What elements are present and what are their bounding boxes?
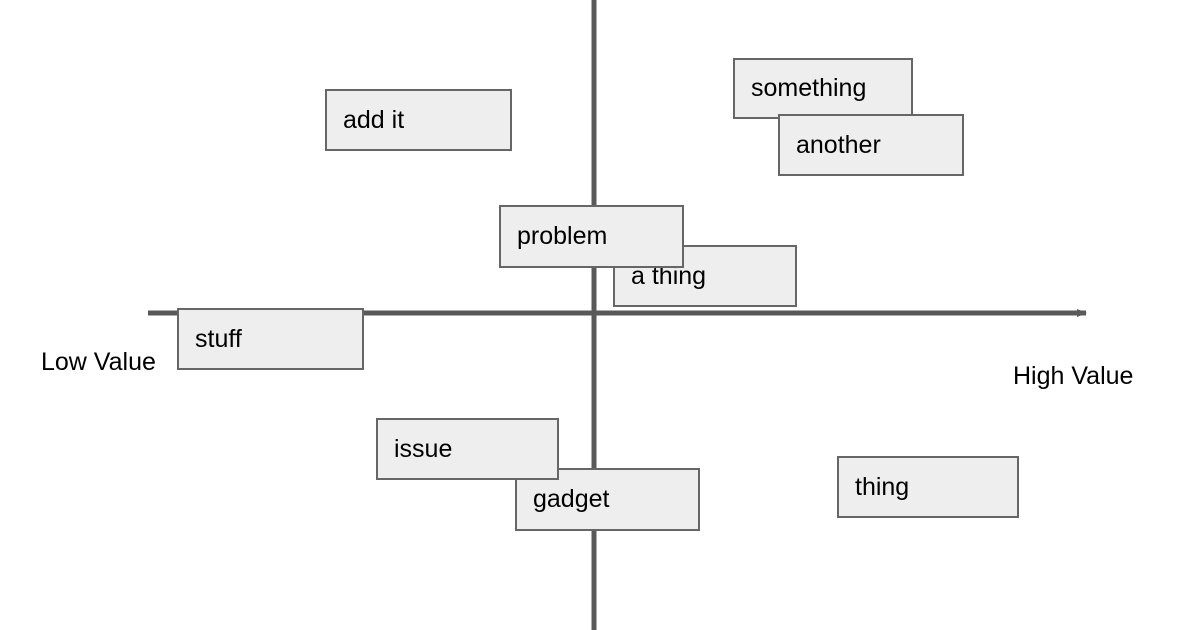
note-label: stuff (195, 324, 242, 353)
note-label: add it (343, 105, 405, 134)
note-label: problem (517, 222, 608, 250)
note-box[interactable]: add it (325, 89, 512, 151)
note-label: gadget (533, 485, 610, 513)
note-label: something (751, 74, 867, 102)
note-box[interactable]: stuff (177, 308, 364, 370)
note-label: issue (394, 434, 453, 463)
note-box[interactable]: issue (376, 418, 559, 480)
note-label: another (796, 130, 881, 159)
note-box[interactable]: another (778, 114, 964, 176)
note-box[interactable]: problem (499, 205, 684, 268)
axis-label-high-value: High Value (1013, 362, 1134, 390)
axis-label-low-value: Low Value (41, 348, 156, 376)
note-box[interactable]: something (733, 58, 913, 119)
note-label: thing (855, 472, 910, 501)
note-box[interactable]: thing (837, 456, 1019, 518)
